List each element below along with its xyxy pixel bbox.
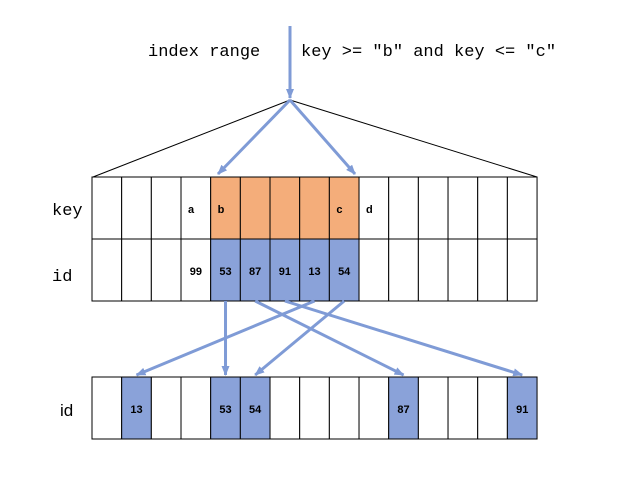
index-key-cell — [180, 176, 212, 240]
table-id-value: 91 — [516, 404, 528, 416]
key-row-label: key — [52, 202, 83, 221]
table-id-cell — [328, 376, 360, 440]
table-id-cell — [121, 376, 152, 440]
descent-arrows — [216, 26, 357, 176]
index-id-value: 54 — [338, 266, 351, 278]
index-key-row: a b c d — [91, 176, 538, 240]
index-key-cell — [328, 176, 360, 240]
table-id-cell — [358, 376, 390, 440]
range-start-arrow — [216, 98, 292, 176]
table-id-value: 53 — [219, 404, 231, 416]
index-key-cell — [477, 176, 508, 240]
index-id-cell — [91, 238, 123, 302]
tree-left-edge — [92, 99, 291, 178]
index-id-cell — [121, 238, 152, 302]
lookup-arrow — [254, 299, 346, 377]
index-key-cell — [150, 176, 182, 240]
lookup-arrow — [135, 299, 316, 377]
table-id-cell — [91, 376, 123, 440]
table-id-cell — [447, 376, 479, 440]
index-id-cell — [417, 238, 449, 302]
index-id-cell — [180, 238, 212, 302]
index-id-value: 13 — [308, 266, 320, 278]
index-key-cell — [239, 176, 271, 240]
lookup-arrows — [135, 299, 524, 377]
table-id-cell — [417, 376, 449, 440]
index-key-cell — [210, 176, 241, 240]
index-key-cell — [269, 176, 301, 240]
index-key-value: a — [188, 204, 195, 216]
table-id-cell — [299, 376, 330, 440]
index-id-cell — [477, 238, 508, 302]
index-id-cell — [210, 238, 241, 302]
table-id-cell — [269, 376, 301, 440]
lookup-arrow — [254, 299, 405, 377]
tree-right-edge — [289, 99, 538, 178]
table-id-cell — [506, 376, 538, 440]
tree-triangle — [92, 99, 538, 178]
index-range-label: index range — [148, 43, 260, 62]
index-key-cell — [506, 176, 538, 240]
index-id-value: 91 — [279, 266, 291, 278]
index-id-value: 87 — [249, 266, 261, 278]
index-key-value: c — [336, 204, 342, 216]
range-condition-label: key >= "b" and key <= "c" — [301, 43, 556, 62]
index-key-value: b — [218, 204, 225, 216]
index-key-cell — [417, 176, 449, 240]
table-id-cell — [210, 376, 241, 440]
table-id-cell — [150, 376, 182, 440]
index-id-cell — [506, 238, 538, 302]
index-key-cell — [299, 176, 330, 240]
index-key-cell — [358, 176, 390, 240]
index-key-cell — [121, 176, 152, 240]
index-id-row: 99 53 87 91 13 54 — [91, 238, 538, 302]
index-key-value: d — [366, 204, 373, 216]
id-row-label: id — [52, 268, 72, 287]
table-id-cell — [239, 376, 271, 440]
table-id-value: 54 — [249, 404, 262, 416]
index-id-value: 53 — [219, 266, 231, 278]
index-id-cell — [150, 238, 182, 302]
table-id-row-label: id — [60, 401, 73, 420]
range-end-arrow — [288, 99, 357, 175]
index-id-value: 99 — [190, 266, 202, 278]
index-id-cell — [358, 238, 390, 302]
table-id-value: 87 — [397, 404, 409, 416]
lookup-arrow — [284, 299, 524, 377]
table-id-cell — [388, 376, 419, 440]
index-key-cell — [388, 176, 419, 240]
table-id-cell — [477, 376, 508, 440]
table-id-cell — [180, 376, 212, 440]
table-id-value: 13 — [130, 404, 142, 416]
index-id-cell — [447, 238, 479, 302]
table-id-row: 13 53 54 87 91 — [91, 376, 538, 440]
index-id-cell — [328, 238, 360, 302]
index-key-cell — [447, 176, 479, 240]
index-id-cell — [388, 238, 419, 302]
index-key-cell — [91, 176, 123, 240]
